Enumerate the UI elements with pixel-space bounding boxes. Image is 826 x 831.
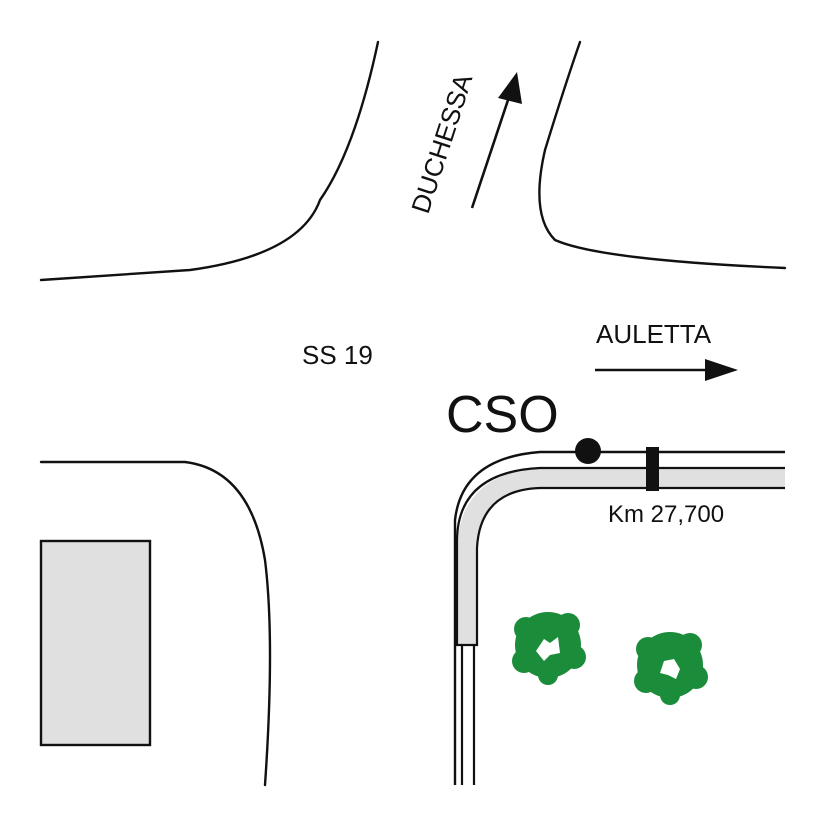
building bbox=[39, 539, 152, 747]
road-edge-top-right bbox=[538, 40, 787, 270]
label-auletta: AULETTA bbox=[596, 319, 712, 349]
km-post-icon bbox=[646, 447, 659, 491]
label-duchessa: DUCHESSA bbox=[405, 70, 478, 217]
road-edge-top-left bbox=[39, 40, 380, 282]
tree-icon bbox=[512, 612, 586, 685]
label-km: Km 27,700 bbox=[608, 501, 724, 528]
sidewalk-strip-outline-outer bbox=[455, 466, 785, 647]
cso-marker-dot-icon bbox=[575, 438, 601, 464]
tree-icon bbox=[634, 632, 708, 705]
road-edge-bottom-left bbox=[39, 460, 272, 787]
label-cso: CSO bbox=[446, 386, 559, 444]
sidewalk-curb bbox=[453, 450, 785, 785]
duchessa-arrow-icon bbox=[470, 72, 522, 209]
sidewalk-inner-edge bbox=[460, 645, 476, 785]
sidewalk-strip bbox=[457, 468, 785, 645]
label-ss19: SS 19 bbox=[302, 340, 373, 370]
auletta-arrow-icon bbox=[595, 359, 738, 381]
